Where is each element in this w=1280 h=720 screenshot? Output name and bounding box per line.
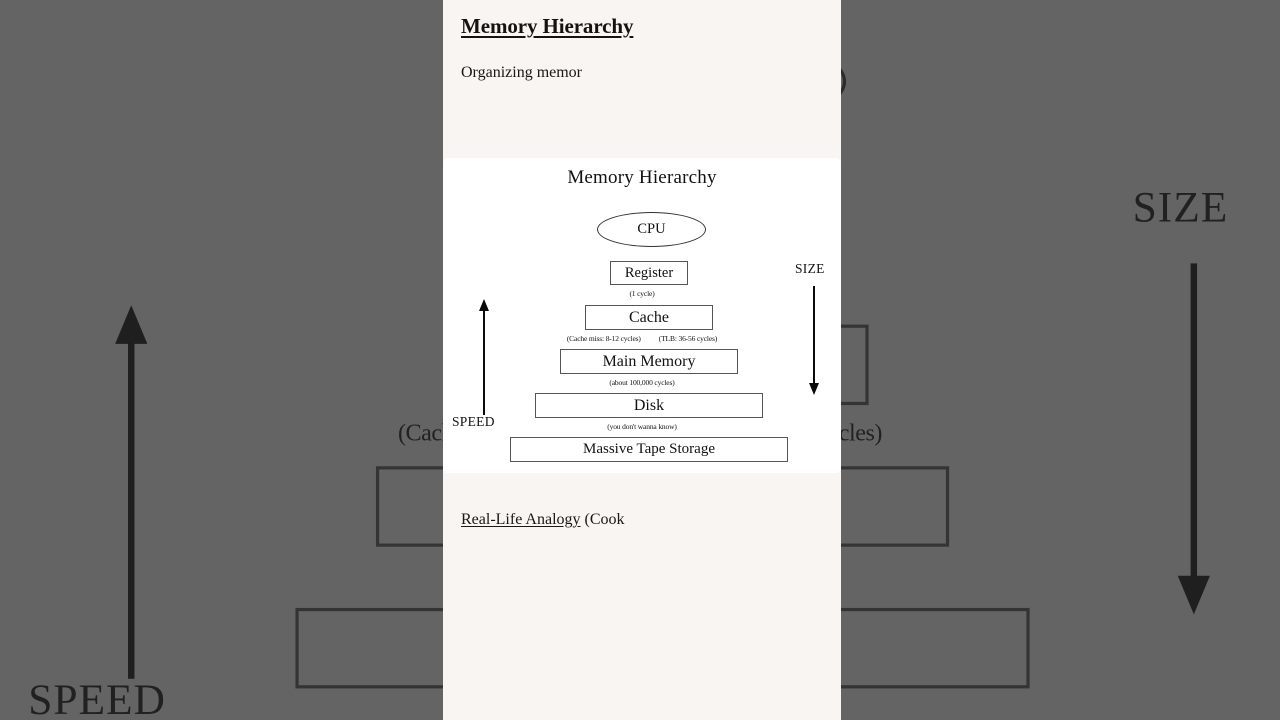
cpu-node: CPU bbox=[597, 212, 706, 247]
bg-speed-axis-label: SPEED bbox=[28, 675, 166, 720]
note-register-latency: (1 cycle) bbox=[629, 289, 655, 298]
page-subtitle: Organizing memor bbox=[461, 64, 583, 81]
document-column: Memory Hierarchy Organizing memor Memory… bbox=[443, 0, 841, 720]
bg-size-axis-line bbox=[1190, 263, 1198, 579]
note-main-memory-latency: (about 100,000 cycles) bbox=[609, 378, 675, 387]
size-axis-label: SIZE bbox=[795, 261, 825, 276]
speed-axis-label: SPEED bbox=[452, 414, 495, 429]
level-register-label: Register bbox=[624, 264, 674, 281]
bg-arrow-up-icon bbox=[115, 305, 148, 344]
level-main-memory-label: Main Memory bbox=[602, 352, 696, 370]
footer-text: Real-Life Analogy (Cook bbox=[461, 511, 625, 529]
bg-size-axis-label: SIZE bbox=[1132, 182, 1229, 232]
diagram-title: Memory Hierarchy bbox=[567, 167, 717, 188]
note-tlb: (TLB: 36-56 cycles) bbox=[658, 334, 718, 343]
note-disk-latency: (you don't wanna know) bbox=[607, 422, 677, 431]
footer-rest-text: (Cook bbox=[580, 511, 625, 528]
level-disk-label: Disk bbox=[633, 396, 665, 414]
arrow-down-icon bbox=[809, 383, 819, 395]
level-tape-label: Massive Tape Storage bbox=[583, 441, 715, 457]
memory-hierarchy-diagram: Memory Hierarchy CPU Register (1 cycle) … bbox=[443, 158, 841, 473]
level-main-memory: Main Memory bbox=[560, 349, 738, 374]
bg-arrow-down-icon bbox=[1177, 575, 1210, 615]
level-cache-label: Cache bbox=[629, 308, 669, 326]
bg-speed-axis-line bbox=[128, 340, 135, 679]
level-register: Register bbox=[610, 261, 688, 285]
arrow-up-icon bbox=[479, 299, 489, 311]
page-title: Memory Hierarchy bbox=[461, 14, 634, 38]
diagram-card: Memory Hierarchy CPU Register (1 cycle) … bbox=[443, 158, 841, 473]
note-cache-row: (Cache miss: 8-12 cycles) (TLB: 36-56 cyc… bbox=[443, 334, 841, 343]
cpu-label: CPU bbox=[637, 221, 666, 237]
size-axis-line bbox=[813, 286, 815, 384]
level-disk: Disk bbox=[535, 393, 763, 418]
level-massive-tape-storage: Massive Tape Storage bbox=[510, 437, 788, 462]
note-cache-miss: (Cache miss: 8-12 cycles) bbox=[566, 334, 641, 343]
footer-underlined-text: Real-Life Analogy bbox=[461, 511, 581, 528]
speed-axis-line bbox=[483, 310, 485, 415]
level-cache: Cache bbox=[585, 305, 713, 330]
